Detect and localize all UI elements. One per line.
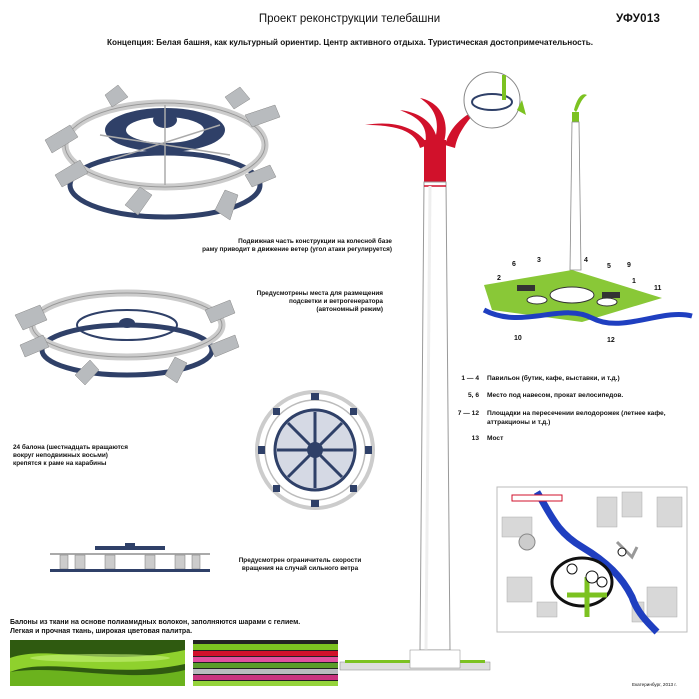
caption-line: Подвижная часть конструкции на колесной …: [238, 238, 392, 245]
legend-number: 13: [471, 435, 479, 442]
legend-item: 1 — 4 Павильон (бутик, кафе, выставки, и…: [447, 375, 687, 387]
caption-line: Предусмотрен ограничитель скорости: [238, 557, 362, 564]
rotor-plan-view: [255, 390, 375, 510]
site-number: 5: [607, 263, 611, 270]
concept-text: Концепция: Белая башня, как культурный о…: [106, 38, 594, 47]
site-plan-map: [496, 486, 688, 635]
legend-number: 7 — 12: [457, 410, 479, 417]
project-code: УФУ013: [616, 13, 661, 25]
caption-balloons: 24 балона (шестнадцать вращаются вокруг …: [13, 444, 213, 469]
legend: 1 — 4 Павильон (бутик, кафе, выставки, и…: [447, 375, 687, 445]
caption-line: крепятся к раме на карабины: [13, 460, 107, 468]
legend-item: 7 — 12 Площадки на пересечении велодорож…: [447, 410, 687, 430]
site-number: 1: [632, 278, 636, 285]
legend-text: Мост: [487, 435, 504, 442]
site-number: 12: [607, 337, 615, 344]
site-number: 6: [512, 261, 516, 268]
site-number: 2: [497, 275, 501, 282]
caption-line: раму приводит в движение ветер (угол ата…: [202, 246, 392, 254]
tower-site-inset: 6 3 4 5 9 2 1 11 10 12: [463, 71, 693, 344]
caption-line: вращения на случай сильного ветра: [241, 565, 359, 573]
caption-line: вокруг неподвижных восьми): [13, 452, 108, 460]
caption-line: Балоны из ткани на основе полиамидных во…: [10, 619, 301, 626]
legend-text: Площадки на пересечении велодорожек (лет…: [487, 410, 666, 426]
legend-number: 5, 6: [468, 392, 479, 399]
caption-mechanism: Подвижная часть конструкции на колесной …: [130, 238, 392, 254]
rotor-render-top: [44, 84, 281, 221]
site-number: 11: [654, 285, 662, 292]
caption-line: Предусмотрены места для размещения: [256, 290, 383, 297]
legend-item: 5, 6 Место под навесом, прокат велосипед…: [447, 392, 687, 404]
site-number: 3: [537, 257, 541, 264]
caption-speed-limiter: Предусмотрен ограничитель скорости враще…: [225, 557, 375, 573]
caption-line: 24 балона (шестнадцать вращаются: [13, 444, 128, 451]
caption-fabric: Балоны из ткани на основе полиамидных во…: [10, 618, 350, 636]
site-number: 4: [584, 257, 588, 264]
caption-line: (автономный режим): [316, 306, 383, 314]
credit-line: Екатеринбург, 2013 г.: [632, 682, 677, 687]
caption-line: подсветки и ветрогенератора: [288, 298, 383, 306]
fabric-colors-photo: [193, 640, 338, 686]
site-number: 10: [514, 335, 522, 342]
fabric-green-photo: [10, 640, 185, 686]
legend-text: Место под навесом, прокат велосипедов.: [487, 392, 624, 399]
caption-line: Легкая и прочная ткань, широкая цветовая…: [10, 628, 193, 635]
caption-lighting: Предусмотрены места для размещения подсв…: [130, 290, 383, 315]
rotor-elevation: [50, 543, 210, 572]
tower-illustration: [339, 98, 491, 671]
rotor-render-side: [14, 289, 240, 386]
legend-item: 13 Мост: [447, 435, 687, 447]
page-title: Проект реконструкции телебашни: [258, 13, 441, 25]
site-number: 9: [627, 262, 631, 269]
legend-text: Павильон (бутик, кафе, выставки, и т.д.): [487, 375, 620, 382]
legend-number: 1 — 4: [461, 375, 479, 382]
